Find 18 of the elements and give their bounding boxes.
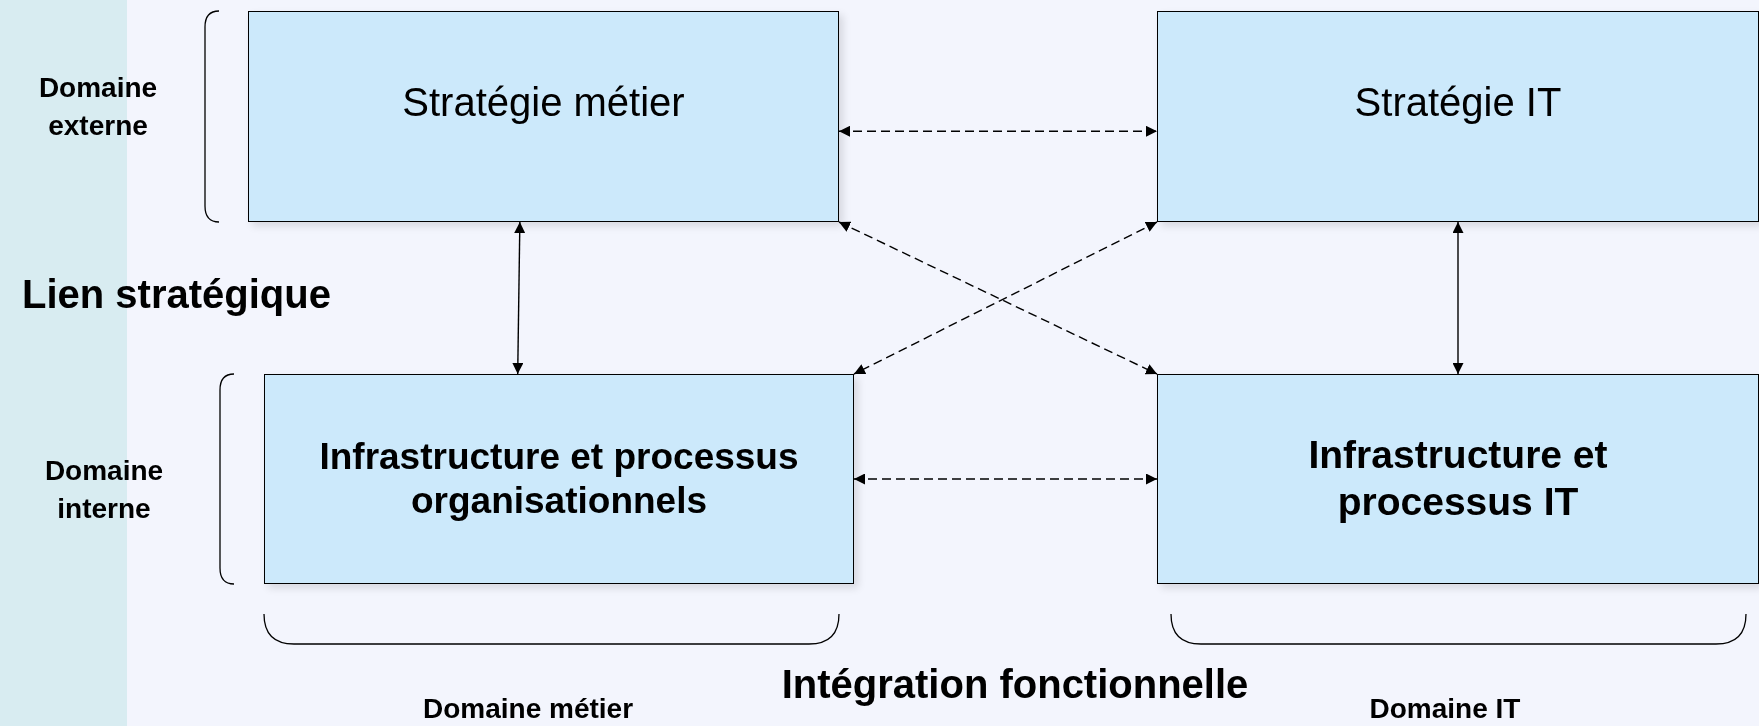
double-arrow xyxy=(512,221,526,375)
box-title: Stratégie IT xyxy=(1354,79,1562,126)
double-arrow xyxy=(1452,221,1464,375)
double-arrow xyxy=(853,473,1158,485)
box xyxy=(248,11,839,222)
domain-label: Domaine externe xyxy=(37,71,159,143)
domain-label: Domaine métier xyxy=(422,692,634,726)
axis-title: Intégration fonctionnelle xyxy=(781,661,1249,707)
box xyxy=(1157,374,1759,584)
box xyxy=(1157,11,1759,222)
box xyxy=(264,374,854,584)
domain-label: Domaine interne xyxy=(43,454,165,526)
domain-label: Domaine IT xyxy=(1369,692,1521,726)
box-title: Stratégie métier xyxy=(402,79,685,126)
box-title: Infrastructure et processus IT xyxy=(1307,432,1609,525)
double-arrow xyxy=(838,125,1158,137)
axis-title: Lien stratégique xyxy=(22,271,331,317)
box-title: Infrastructure et processus organisationnels xyxy=(318,434,800,523)
